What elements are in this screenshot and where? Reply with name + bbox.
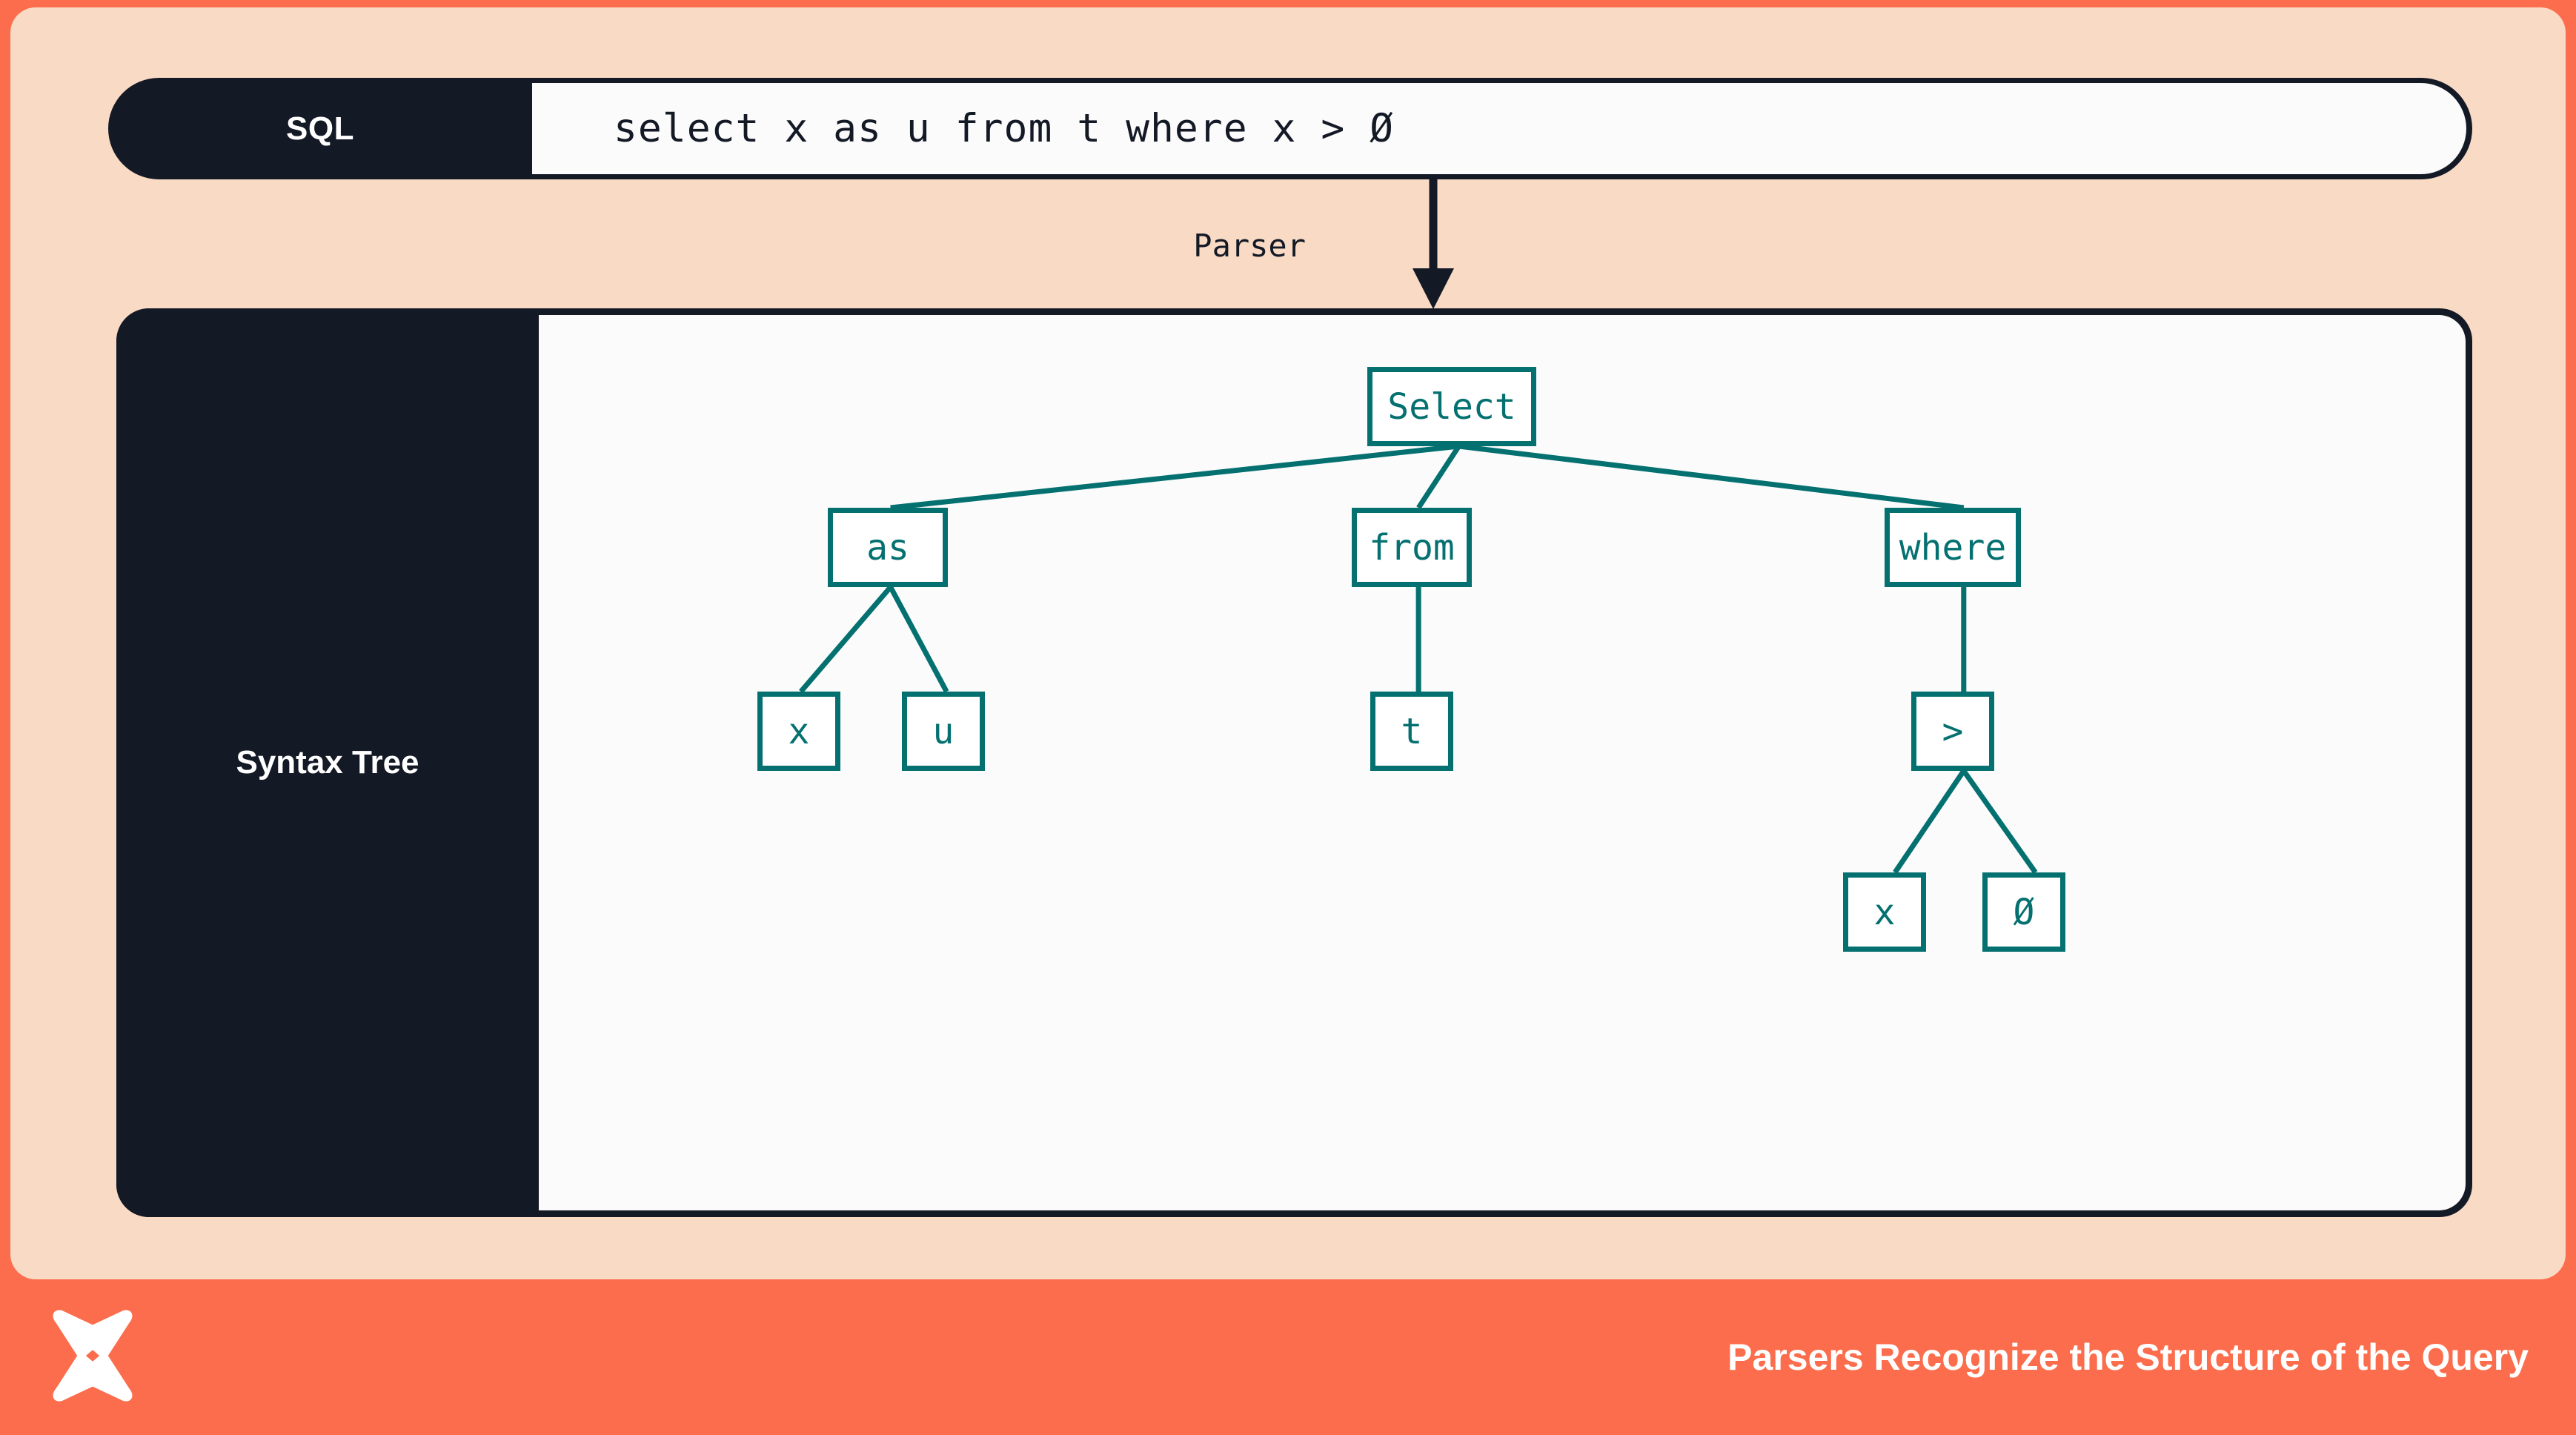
- tree-node-select[interactable]: Select: [1367, 367, 1536, 446]
- tree-edge-select-where: [1458, 443, 1965, 511]
- tree-node-from[interactable]: from: [1352, 508, 1472, 587]
- tree-edge-select-as: [890, 443, 1459, 511]
- tree-node-as[interactable]: as: [828, 508, 948, 587]
- tree-edge-as-as_u: [888, 586, 949, 693]
- tree-node-label: Select: [1387, 385, 1516, 428]
- tree-node-from_t[interactable]: t: [1370, 692, 1453, 771]
- tree-node-label: from: [1369, 526, 1455, 569]
- tree-node-as_u[interactable]: u: [902, 692, 985, 771]
- tree-node-label: x: [788, 710, 810, 752]
- content-card: SQL select x as u from t where x > Ø Par…: [10, 7, 2566, 1279]
- tree-node-label: where: [1899, 526, 2007, 569]
- tree-node-label: Ø: [2013, 891, 2035, 933]
- sql-row: SQL select x as u from t where x > Ø: [108, 78, 2472, 179]
- tree-node-as_x[interactable]: x: [757, 692, 840, 771]
- tree-node-gt[interactable]: >: [1911, 692, 1994, 771]
- tree-node-label: u: [932, 710, 955, 752]
- tree-edge-select-from: [1416, 445, 1461, 509]
- tree-node-gt_x[interactable]: x: [1843, 872, 1926, 952]
- parser-label: Parser: [1193, 228, 1306, 264]
- arrow-down-icon: [1413, 179, 1454, 309]
- tree-node-label: t: [1401, 710, 1423, 752]
- tree-node-gt_0[interactable]: Ø: [1982, 872, 2065, 952]
- syntax-tree-label: Syntax Tree: [116, 308, 539, 1217]
- tree-node-label: as: [866, 526, 909, 569]
- footer-bar: Parsers Recognize the Structure of the Q…: [0, 1279, 2576, 1435]
- tree-node-label: >: [1942, 710, 1964, 752]
- tree-edge-as-as_x: [799, 585, 893, 694]
- sql-query-text[interactable]: select x as u from t where x > Ø: [532, 83, 2466, 174]
- tree-edge-gt-gt_x: [1893, 769, 1966, 874]
- footer-tagline: Parsers Recognize the Structure of the Q…: [1727, 1336, 2529, 1378]
- tree-edge-gt-gt_0: [1961, 769, 2038, 875]
- butterfly-x-logo-icon: [53, 1310, 133, 1402]
- tree-node-where[interactable]: where: [1885, 508, 2021, 587]
- tree-node-label: x: [1873, 891, 1896, 933]
- sql-row-label: SQL: [108, 78, 532, 179]
- sql-input-frame: select x as u from t where x > Ø: [532, 78, 2472, 179]
